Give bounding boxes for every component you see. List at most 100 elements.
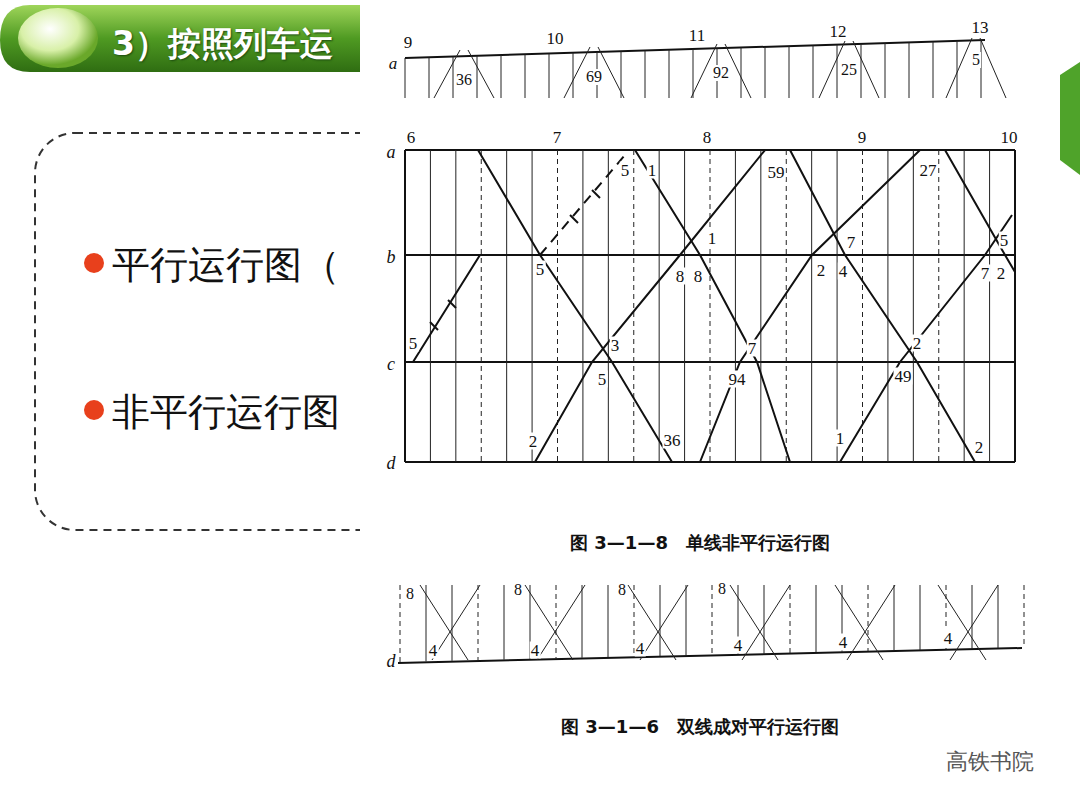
train-number: 3 xyxy=(610,337,621,354)
train-number: 5 xyxy=(408,335,419,352)
grid-line xyxy=(741,48,742,99)
grid-line xyxy=(477,56,478,98)
bullet-text: 非平行运行图 xyxy=(112,387,340,438)
grid-line xyxy=(835,585,883,660)
train-number: 4 xyxy=(838,263,849,280)
grid-line xyxy=(894,585,895,651)
grid-line xyxy=(557,150,558,462)
grid-line xyxy=(669,50,670,98)
grid-line xyxy=(790,585,791,653)
train-number: 1 xyxy=(647,162,658,179)
grid-line xyxy=(837,150,838,462)
grid-line xyxy=(628,585,676,660)
grid-line xyxy=(504,585,505,660)
train-number: 1 xyxy=(835,430,846,447)
grid-line xyxy=(549,54,550,99)
train-number: 8 xyxy=(675,268,686,285)
grid-line xyxy=(693,49,694,98)
grid-line xyxy=(710,150,711,462)
grid-line xyxy=(659,150,660,462)
slide-title: 3）按照列车运 xyxy=(112,22,333,67)
station-label: a xyxy=(387,143,396,161)
train-number: 5 xyxy=(597,371,608,388)
grid-line xyxy=(786,150,787,462)
grid-line xyxy=(556,585,557,658)
train-number: 5 xyxy=(999,232,1010,249)
grid-line xyxy=(885,43,886,98)
grid-line xyxy=(964,150,965,462)
train-number: 7 xyxy=(980,265,991,282)
train-number: 8 xyxy=(693,268,704,285)
station-label: a xyxy=(389,55,398,72)
train-number: 4 xyxy=(530,642,541,659)
train-number: 59 xyxy=(767,164,786,181)
station-label: d xyxy=(387,652,396,670)
grid-line xyxy=(913,150,914,462)
station-label: b xyxy=(387,248,396,266)
train-number: 8 xyxy=(717,581,727,597)
graph-number: 10 xyxy=(1001,129,1018,146)
grid-line xyxy=(950,585,998,660)
grid-line xyxy=(633,150,634,462)
train-number: 8 xyxy=(513,582,523,598)
grid-line xyxy=(861,44,862,98)
grid-line xyxy=(887,150,888,462)
train-number: 69 xyxy=(585,69,603,85)
header-bar xyxy=(0,5,370,72)
train-number: 5 xyxy=(620,162,631,179)
grid-line xyxy=(957,41,958,98)
train-number: 8 xyxy=(405,586,415,602)
grid-line xyxy=(712,585,713,655)
grid-line xyxy=(980,38,1006,98)
grid-line xyxy=(742,585,790,660)
bullet-dot xyxy=(84,253,104,273)
station-label: d xyxy=(387,454,396,472)
grid-line xyxy=(789,46,790,98)
grid-line xyxy=(660,585,661,656)
grid-line xyxy=(764,585,765,654)
train-number: 4 xyxy=(943,630,954,647)
train-number: 27 xyxy=(919,162,938,179)
grid-line xyxy=(760,150,761,462)
grid-line xyxy=(938,150,939,462)
train-number: 49 xyxy=(894,368,913,385)
grid-line xyxy=(813,45,814,98)
graph-number: 8 xyxy=(703,129,712,146)
watermark: 高铁书院 xyxy=(946,751,1034,773)
graph-number: 13 xyxy=(972,19,989,36)
grid-line xyxy=(455,150,456,462)
grid-line xyxy=(429,57,430,98)
grid-line xyxy=(765,47,766,98)
grid-line xyxy=(998,585,999,648)
grid-line xyxy=(430,150,431,462)
grid-line xyxy=(640,585,688,660)
train-number: 4 xyxy=(428,642,439,659)
grid-line xyxy=(537,585,585,660)
train-number: 4 xyxy=(838,634,849,651)
grid-line xyxy=(989,150,990,462)
grid-line xyxy=(501,55,502,98)
grid-line xyxy=(862,150,863,462)
grid-line xyxy=(868,585,869,651)
train-number: 2 xyxy=(816,262,827,279)
grid-line xyxy=(645,51,646,99)
graph-number: 7 xyxy=(553,129,562,146)
grid-line xyxy=(420,585,468,660)
graph-number: 10 xyxy=(547,30,564,47)
train-number: 8 xyxy=(617,582,627,598)
graph-number: 9 xyxy=(404,34,413,51)
grid-line xyxy=(405,58,406,98)
header-ornament xyxy=(18,8,98,68)
train-number: 2 xyxy=(912,335,923,352)
bullet-dot xyxy=(84,400,104,420)
grid-line xyxy=(847,585,895,660)
grid-line xyxy=(933,42,934,99)
grid-line xyxy=(400,585,401,662)
graph-number: 12 xyxy=(830,23,847,40)
grid-line xyxy=(811,150,812,462)
grid-line xyxy=(938,585,986,660)
graph-number: 6 xyxy=(407,129,416,146)
train-number: 1 xyxy=(707,230,718,247)
grid-line xyxy=(452,585,453,661)
train-number: 4 xyxy=(635,640,646,657)
